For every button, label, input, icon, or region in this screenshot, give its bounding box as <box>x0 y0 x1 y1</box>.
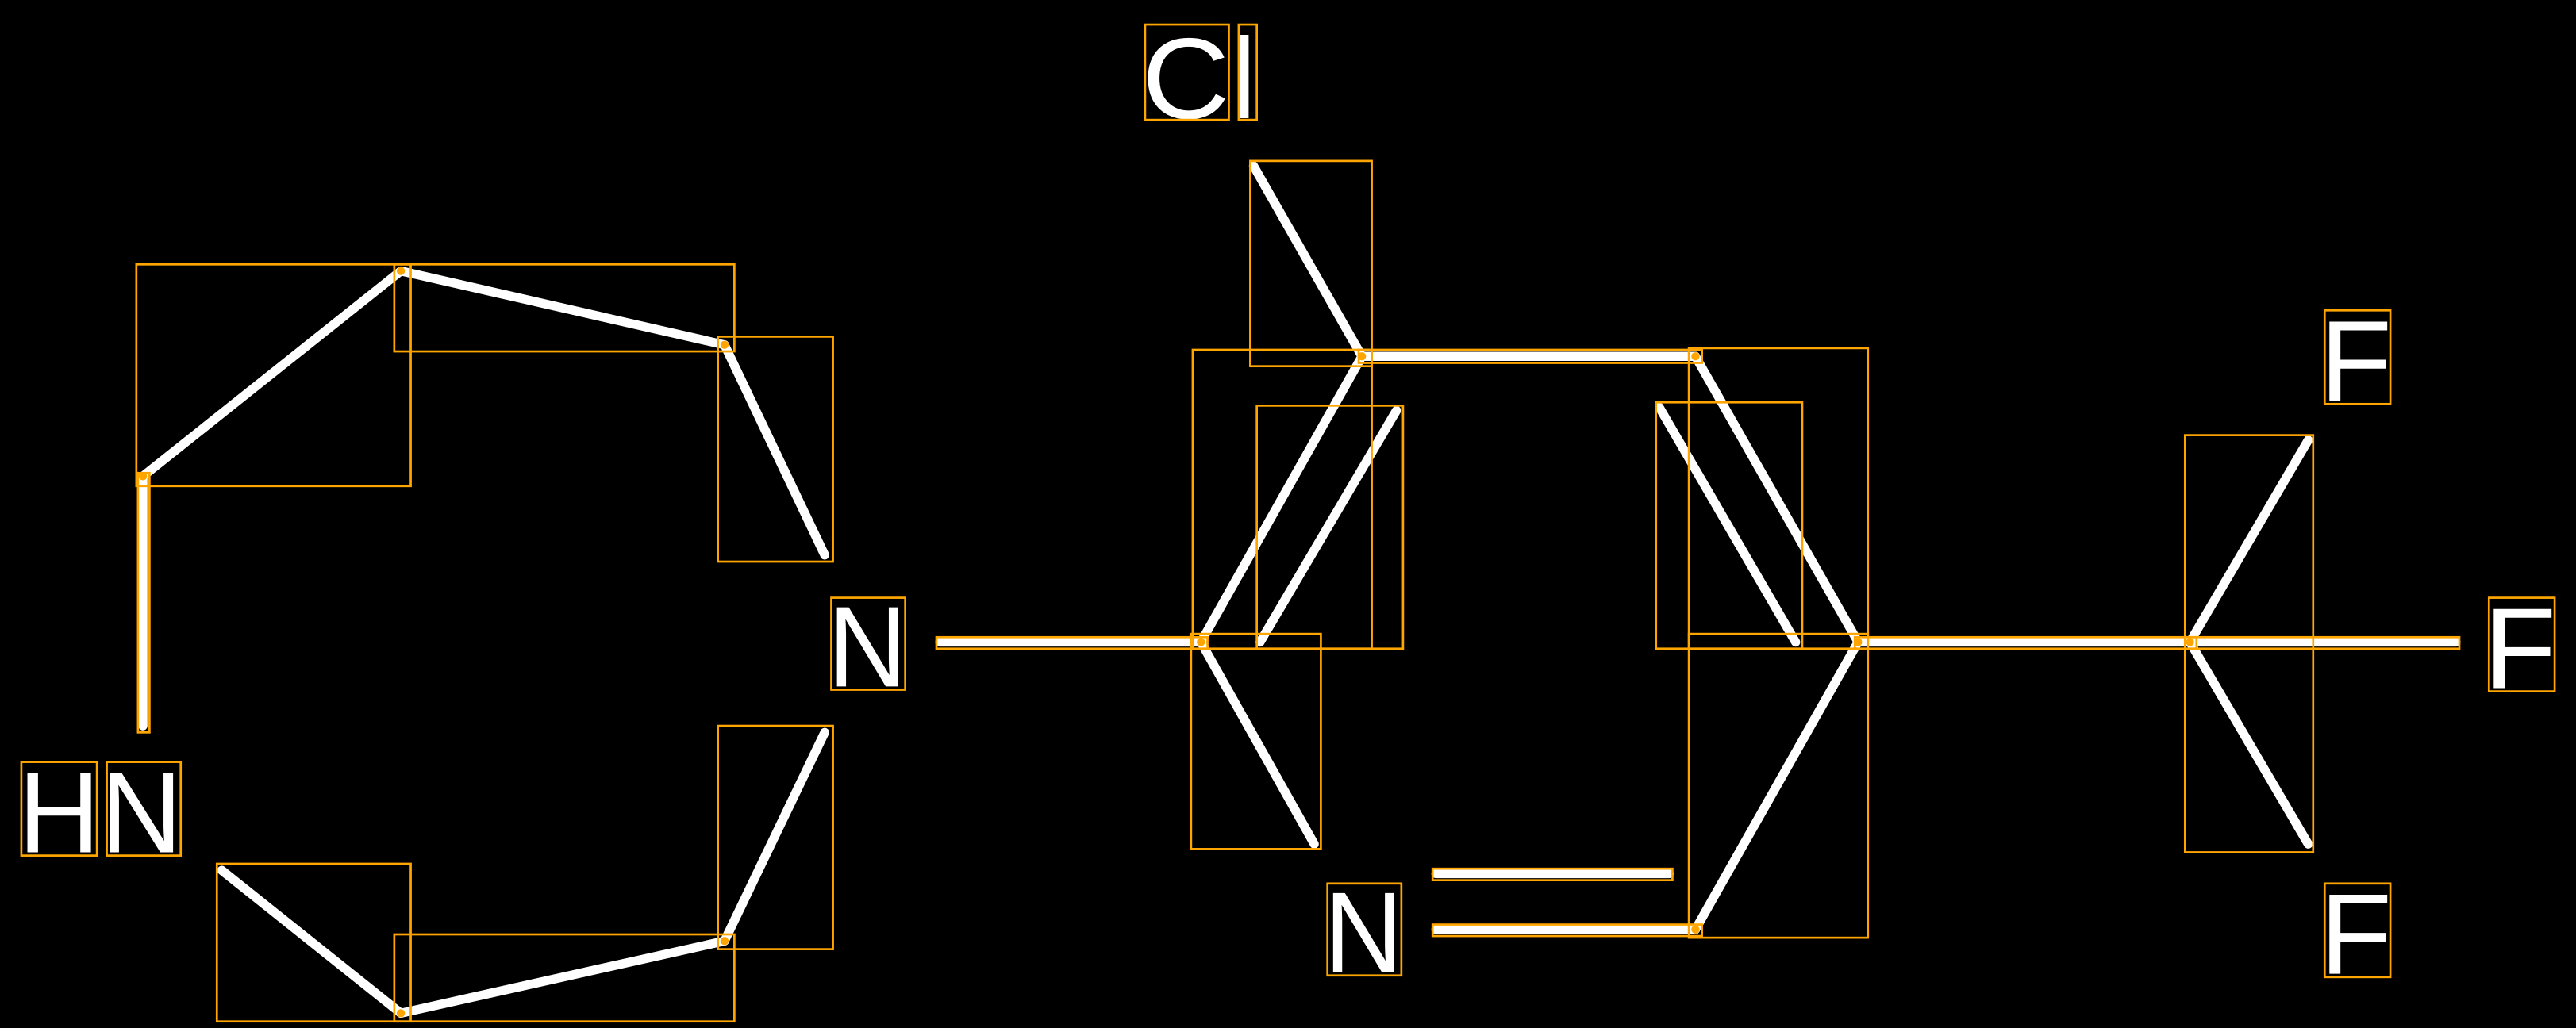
label-box <box>1237 23 1259 121</box>
bond-box <box>1655 401 1804 650</box>
bond-boxes <box>135 159 2461 1023</box>
label-box <box>830 596 906 691</box>
bond <box>1196 351 1367 647</box>
bond-box <box>393 933 736 1023</box>
bond-box <box>1687 632 1870 939</box>
atom-markers <box>138 267 2194 1018</box>
atom-label-f: F <box>2320 870 2392 999</box>
atom-label-f: F <box>2484 584 2556 712</box>
bond <box>720 340 829 560</box>
label-box <box>20 761 98 857</box>
label-box <box>1326 882 1403 977</box>
bond-box <box>1190 632 1322 850</box>
bond-box <box>393 263 736 353</box>
bond <box>2185 637 2313 849</box>
bond-box <box>1249 159 1373 368</box>
label-box <box>2487 596 2556 692</box>
atom-marker <box>2186 638 2194 646</box>
atom-marker <box>1357 352 1367 361</box>
bond <box>1196 637 1319 849</box>
bond-box <box>1255 405 1405 650</box>
bond <box>138 266 406 481</box>
bond-box <box>717 336 834 563</box>
label-box <box>2323 309 2392 405</box>
atom-marker <box>138 472 148 481</box>
bond-box <box>717 724 834 950</box>
atom-marker <box>1197 638 1205 646</box>
atom-marker <box>720 937 729 946</box>
bond <box>217 865 406 1018</box>
double-bond-inner <box>1655 402 1801 647</box>
bonds <box>138 161 2461 1018</box>
label-box <box>2323 882 2392 979</box>
bond-box <box>135 263 412 488</box>
atom-marker <box>1854 638 1863 646</box>
bond <box>396 266 729 350</box>
bond-box <box>935 635 1209 650</box>
atom-marker <box>396 267 406 275</box>
atom-label-f: F <box>2320 297 2392 425</box>
bond-box <box>1431 923 1704 938</box>
bond <box>2185 435 2313 647</box>
atom-label-hn: HN <box>18 748 183 876</box>
atom-marker <box>720 340 729 349</box>
bond-box <box>2183 635 2461 650</box>
atom-label-n: N <box>1325 869 1403 997</box>
atom-label-cl: Cl <box>1142 14 1257 143</box>
bond-box <box>1431 867 1674 882</box>
atom-marker <box>396 1009 406 1018</box>
bond <box>720 727 829 946</box>
bond <box>1248 161 1367 361</box>
double-bond-inner <box>1255 405 1401 647</box>
bond-box <box>215 862 412 1023</box>
atom-marker <box>1691 352 1700 361</box>
label-box <box>106 761 183 857</box>
atom-marker <box>1691 925 1700 934</box>
atom-label-n: N <box>828 582 906 711</box>
atom-labels: Cl HN N N F F F <box>18 14 2556 999</box>
bond <box>1690 351 1863 647</box>
bond <box>1690 637 1863 934</box>
bond <box>396 936 729 1018</box>
label-box <box>1144 23 1230 121</box>
